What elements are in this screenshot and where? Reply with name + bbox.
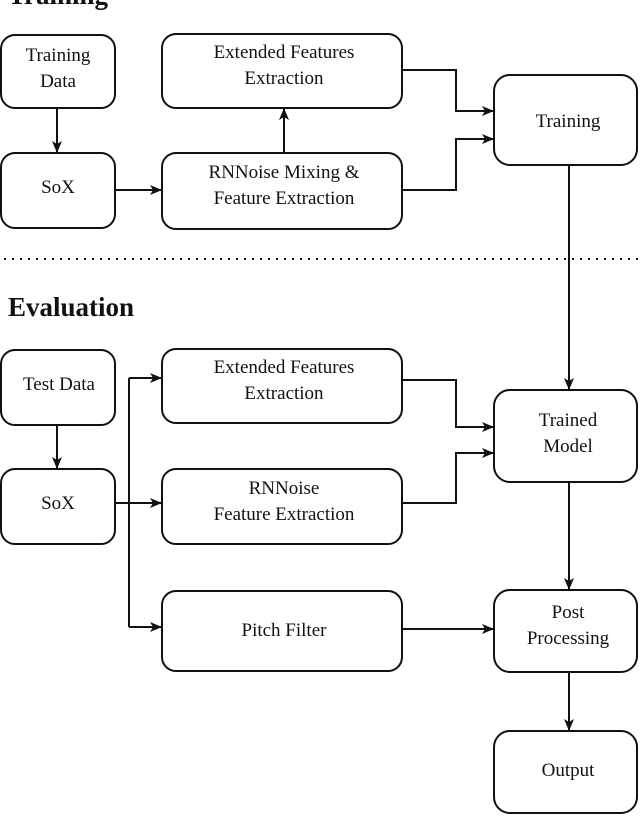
node-extended-features-training-line-2: Extraction [244, 68, 324, 89]
node-test-data: Test Data [0, 349, 116, 426]
node-rnnoise-evaluation: RNNoise Feature Extraction [161, 468, 403, 545]
node-post-processing-line-2: Processing [527, 628, 610, 649]
edge-rnnoise-to-trained-model [402, 448, 494, 504]
node-pitch-filter: Pitch Filter [161, 590, 403, 672]
node-training-data-line-1: Training [26, 45, 91, 66]
node-rnnoise-evaluation-line-1: RNNoise [249, 478, 320, 499]
node-extended-features-evaluation: Extended Features Extraction [161, 348, 403, 424]
node-trained-model-line-1: Trained [539, 410, 598, 431]
training-section-title: Training [8, 0, 109, 10]
node-test-data-label: Test Data [23, 374, 96, 395]
edge-extended-features-to-training [402, 69, 494, 116]
node-extended-features-training: Extended Features Extraction [161, 33, 403, 109]
edge-extended-features-to-trained-model [402, 379, 494, 432]
node-extended-features-training-line-1: Extended Features [214, 42, 355, 63]
node-post-processing: Post Processing [493, 589, 638, 673]
node-training-data: Training Data [0, 34, 116, 109]
node-extended-features-evaluation-line-1: Extended Features [214, 357, 355, 378]
node-sox-training-label: SoX [41, 177, 75, 198]
node-sox-evaluation-label: SoX [41, 493, 75, 514]
node-post-processing-line-1: Post [552, 602, 585, 623]
node-trained-model: Trained Model [493, 389, 638, 483]
node-training-data-line-2: Data [40, 71, 76, 92]
evaluation-section-title: Evaluation [8, 292, 134, 322]
node-extended-features-evaluation-line-2: Extraction [244, 383, 324, 404]
node-sox-training: SoX [0, 152, 116, 229]
node-training: Training [493, 74, 638, 166]
node-rnnoise-mixing-line-1: RNNoise Mixing & [209, 162, 360, 183]
node-rnnoise-evaluation-line-2: Feature Extraction [214, 504, 355, 525]
node-pitch-filter-label: Pitch Filter [242, 620, 328, 641]
node-trained-model-line-2: Model [543, 436, 593, 457]
node-rnnoise-mixing-line-2: Feature Extraction [214, 188, 355, 209]
node-sox-evaluation: SoX [0, 468, 116, 545]
node-rnnoise-mixing: RNNoise Mixing & Feature Extraction [161, 152, 403, 230]
edge-rnnoise-mixing-to-training [402, 134, 494, 191]
node-output-label: Output [542, 760, 596, 781]
node-output: Output [493, 730, 638, 814]
node-training-label: Training [536, 111, 601, 132]
